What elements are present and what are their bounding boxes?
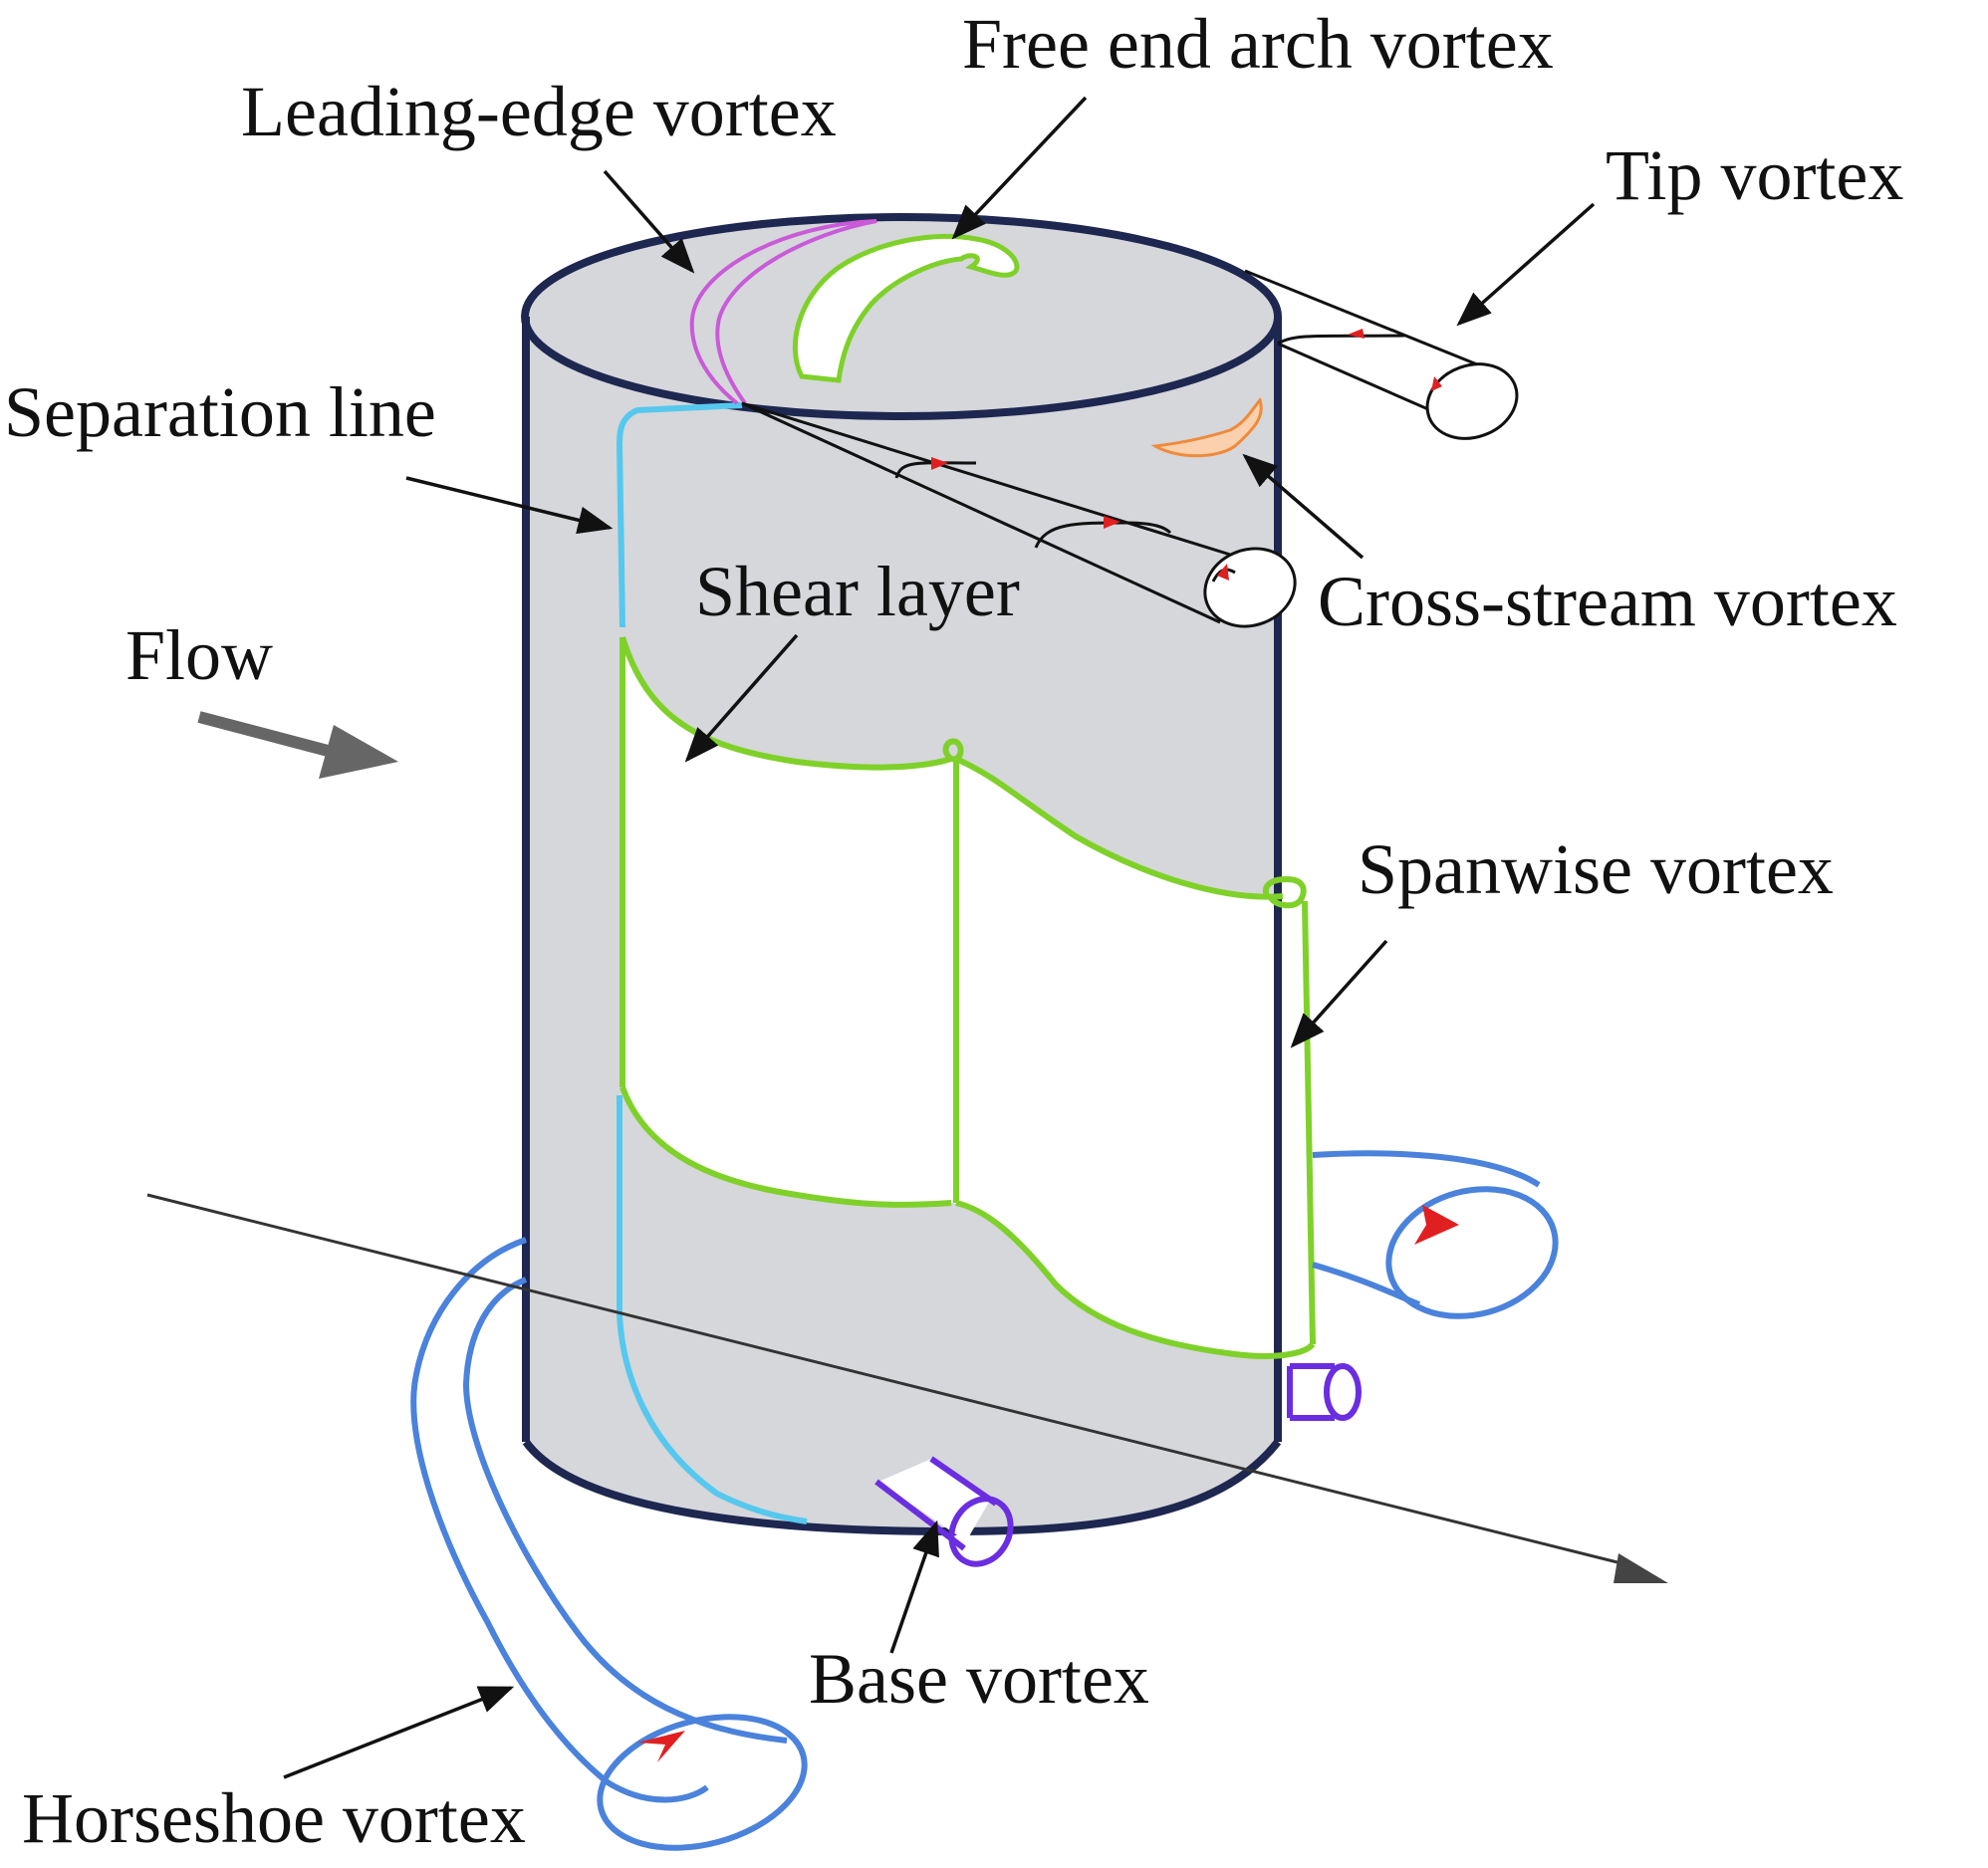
shear-layer-roll-up-mid bbox=[942, 738, 964, 763]
leading-edge-vortex bbox=[689, 219, 877, 405]
pointer-separation-line bbox=[405, 476, 614, 535]
label-tip-vortex: Tip vortex bbox=[1606, 135, 1903, 215]
shear-layer-right-edge bbox=[1302, 900, 1316, 1345]
top-tube-rotation-arrows bbox=[931, 457, 1229, 581]
base-vortex bbox=[874, 1456, 1014, 1567]
horseshoe-vortex-right bbox=[1312, 1150, 1559, 1319]
pointer-horseshoe bbox=[283, 1686, 515, 1779]
top-separated-vortex-tube bbox=[741, 401, 1297, 628]
shear-layer-lower-right bbox=[955, 1200, 1316, 1359]
label-flow: Flow bbox=[125, 615, 273, 695]
pointer-tip-vortex bbox=[1456, 202, 1596, 327]
label-separation-line: Separation line bbox=[4, 372, 436, 452]
wake-centerline-arrowhead bbox=[1614, 1553, 1668, 1583]
pointer-leading-edge bbox=[603, 169, 695, 274]
cylinder bbox=[521, 213, 1313, 1536]
pointer-shear-layer bbox=[684, 633, 799, 763]
separation-line bbox=[616, 402, 808, 1524]
pointer-cross-stream bbox=[1242, 453, 1365, 560]
shear-layer-upper-left bbox=[620, 636, 952, 771]
label-base-vortex: Base vortex bbox=[809, 1639, 1149, 1719]
pointer-base-vortex bbox=[889, 1519, 939, 1654]
horseshoe-vortex bbox=[410, 1237, 808, 1851]
label-spanwise-vortex: Spanwise vortex bbox=[1358, 829, 1834, 909]
tip-vortex bbox=[1244, 269, 1519, 440]
label-leading-edge-vortex: Leading-edge vortex bbox=[241, 72, 837, 151]
base-vortex-right bbox=[1287, 1363, 1362, 1421]
leading-edge-vortex-inner bbox=[715, 219, 877, 405]
shear-layer bbox=[620, 636, 1316, 1359]
horseshoe-vortex-rotation-arrow bbox=[637, 1731, 685, 1762]
shear-layer-region bbox=[622, 637, 1313, 1357]
cross-stream-vortex bbox=[1150, 396, 1263, 458]
label-free-end-arch-vortex: Free end arch vortex bbox=[962, 4, 1554, 84]
free-end-arch-vortex bbox=[793, 233, 1020, 383]
shear-layer-lower-left bbox=[620, 1085, 952, 1208]
label-cross-stream-vortex: Cross-stream vortex bbox=[1318, 562, 1897, 641]
pointer-free-end-arch bbox=[951, 96, 1088, 240]
flow-arrow bbox=[197, 711, 398, 779]
label-horseshoe-vortex: Horseshoe vortex bbox=[22, 1778, 526, 1858]
label-shear-layer: Shear layer bbox=[695, 552, 1020, 631]
tip-vortex-rotation-arrows bbox=[1348, 329, 1442, 391]
spanwise-vortex-roll-top bbox=[1263, 875, 1307, 909]
shear-layer-upper-right bbox=[954, 756, 1284, 900]
leading-edge-vortex-outer bbox=[689, 219, 877, 405]
pointer-arrows bbox=[283, 96, 1596, 1779]
wake-centerline bbox=[146, 1193, 1634, 1568]
horseshoe-vortex-right-rotation-arrow bbox=[1414, 1205, 1459, 1245]
pointer-spanwise bbox=[1290, 939, 1388, 1049]
